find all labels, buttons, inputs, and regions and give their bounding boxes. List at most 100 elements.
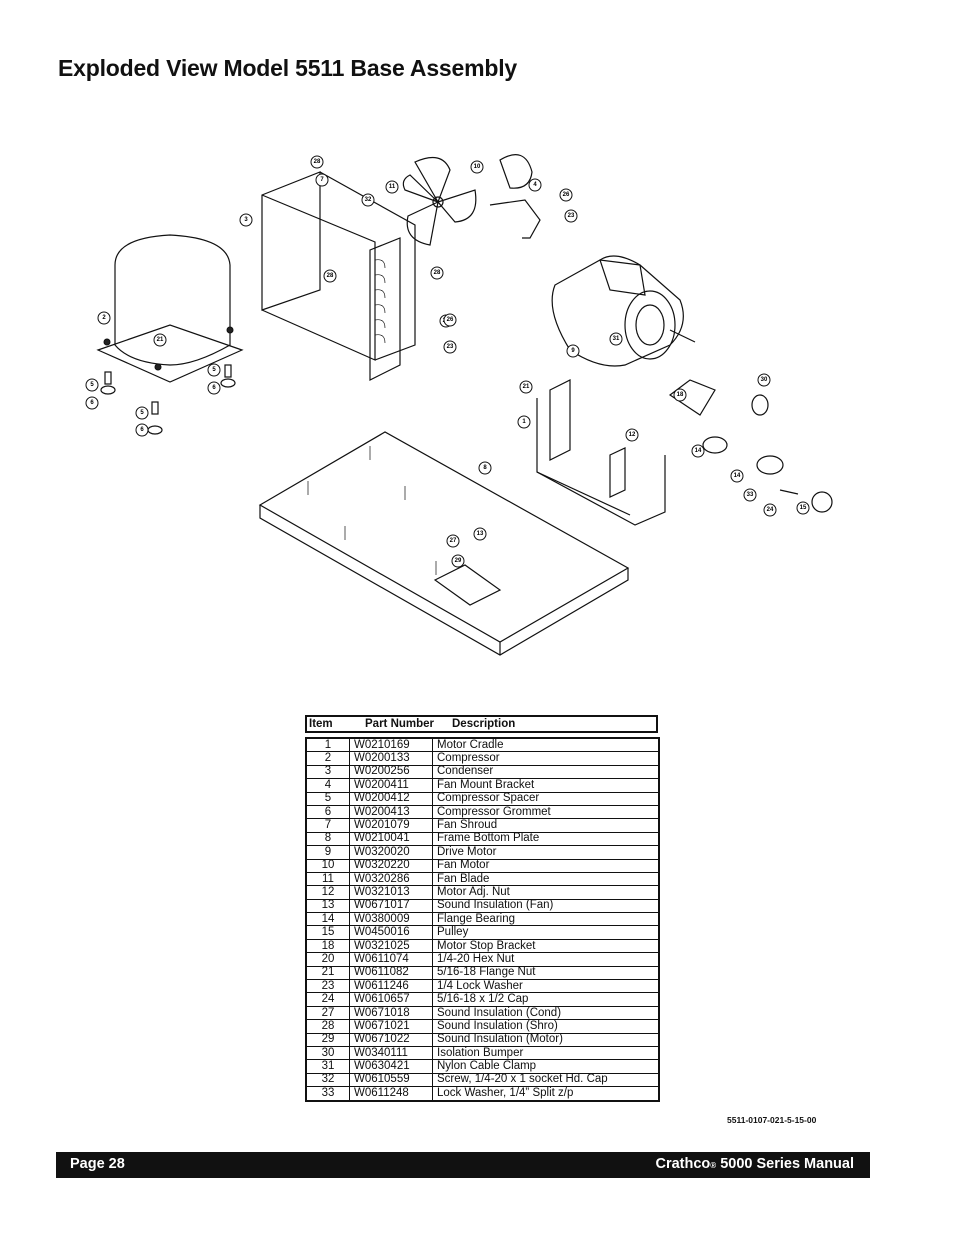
callout-circle (446, 534, 460, 548)
callout-bubble: 29 (451, 554, 465, 568)
part-number-cell: W0671021 (349, 1019, 433, 1034)
condenser-part (261, 171, 416, 381)
callout-bubble: 12 (625, 428, 639, 442)
callout-circle (315, 173, 329, 187)
item-cell: 31 (305, 1059, 350, 1074)
callout-bubble: 33 (743, 488, 757, 502)
callout-label: 11 (389, 184, 396, 190)
motor-cradle-part (536, 379, 666, 526)
item-cell: 28 (305, 1019, 350, 1034)
page-title: Exploded View Model 5511 Base Assembly (58, 55, 517, 81)
callout-bubble: 13 (473, 527, 487, 541)
callout-bubble: 26 (559, 188, 573, 202)
item-cell: 33 (305, 1086, 350, 1102)
description-cell: Compressor Spacer (432, 791, 660, 806)
part-number-cell: W0200411 (349, 778, 433, 793)
item-cell: 20 (305, 952, 350, 967)
callout-circle (451, 554, 465, 568)
callout-bubble: 11 (385, 180, 399, 194)
callout-label: 31 (613, 336, 620, 342)
callout-label: 26 (447, 317, 454, 323)
part-number-cell: W0321013 (349, 885, 433, 900)
callout-label: 27 (450, 538, 457, 544)
part-number-cell: W0630421 (349, 1059, 433, 1074)
callout-label: 15 (800, 505, 807, 511)
description-cell: Lock Washer, 1/4” Split z/p (432, 1086, 660, 1102)
frame-bottom-plate-part (258, 431, 630, 656)
part-number-cell: W0610559 (349, 1072, 433, 1088)
callout-bubble: 6 (135, 423, 149, 437)
callout-circle (239, 213, 253, 227)
part-number-cell: W0611248 (349, 1086, 433, 1102)
callout-bubble: 21 (519, 380, 533, 394)
item-cell: 10 (305, 858, 350, 873)
callout-bubble: 5 (85, 378, 99, 392)
callout-circle (443, 340, 457, 354)
part-number-cell: W0210169 (349, 737, 433, 753)
exploded-view-diagram: 2873321110426232826221565656282623319213… (70, 150, 850, 670)
part-number-cell: W0671018 (349, 1005, 433, 1021)
description-cell: Sound Insulation (Fan) (432, 898, 660, 914)
callout-label: 6 (90, 400, 94, 406)
callout-circle (743, 488, 757, 502)
callout-label: 9 (571, 348, 575, 354)
callout-layer: 2873321110426232826221565656282623319213… (85, 155, 810, 568)
callout-circle (566, 344, 580, 358)
callout-circle (757, 373, 771, 387)
item-cell: 1 (305, 737, 350, 753)
callout-circle (385, 180, 399, 194)
callout-label: 21 (157, 337, 164, 343)
callout-circle (528, 178, 542, 192)
callout-label: 8 (483, 465, 487, 471)
part-number-cell: W0340111 (349, 1045, 433, 1061)
callout-label: 23 (447, 344, 454, 350)
description-cell: Sound Insulation (Cond) (432, 1005, 660, 1021)
callout-circle (564, 209, 578, 223)
part-number-cell: W0200256 (349, 764, 433, 780)
callout-bubble: 14 (730, 469, 744, 483)
callout-circle (443, 313, 457, 327)
callout-bubble: 28 (430, 266, 444, 280)
description-cell: Sound Insulation (Motor) (432, 1032, 660, 1047)
callout-circle (478, 461, 492, 475)
item-cell: 30 (305, 1045, 350, 1061)
description-cell: Condenser (432, 764, 660, 780)
item-cell: 2 (305, 751, 350, 766)
header-description: Description (452, 718, 516, 730)
item-cell: 27 (305, 1005, 350, 1021)
callout-bubble: 26 (443, 313, 457, 327)
callout-bubble: 32 (361, 193, 375, 207)
page-footer: Page 28 Crathco® 5000 Series Manual (56, 1152, 870, 1178)
item-cell: 24 (305, 992, 350, 1007)
callout-bubble: 7 (315, 173, 329, 187)
callout-bubble: 6 (207, 381, 221, 395)
callout-label: 26 (563, 192, 570, 198)
description-cell: Screw, 1/4-20 x 1 socket Hd. Cap (432, 1072, 660, 1088)
callout-circle (730, 469, 744, 483)
callout-circle (517, 415, 531, 429)
callout-label: 21 (523, 384, 530, 390)
callout-bubble: 10 (470, 160, 484, 174)
callout-label: 5 (90, 382, 94, 388)
callout-label: 23 (568, 213, 575, 219)
description-cell: Nylon Cable Clamp (432, 1059, 660, 1074)
callout-label: 29 (455, 558, 462, 564)
item-cell: 5 (305, 791, 350, 806)
